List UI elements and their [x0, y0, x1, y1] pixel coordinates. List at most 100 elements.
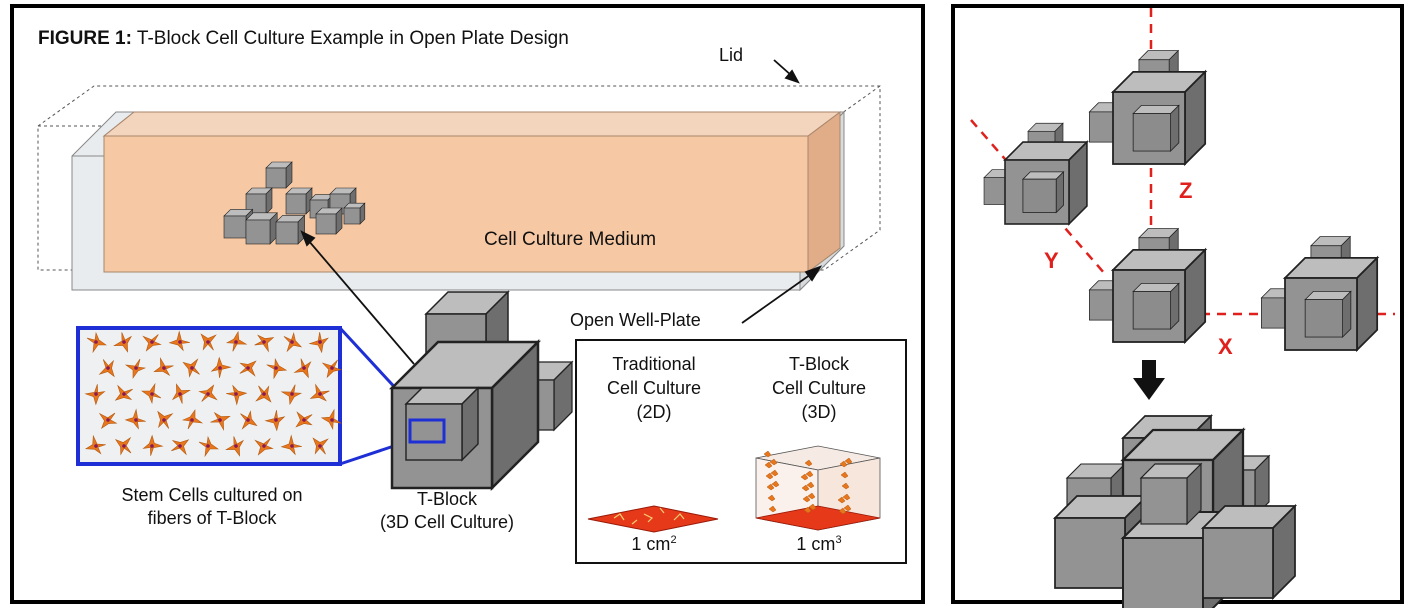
cube-cell	[843, 504, 852, 512]
stem-cell	[308, 332, 330, 354]
zoom-marker	[408, 418, 446, 444]
cube-cell	[768, 505, 777, 513]
tblock-center	[1088, 227, 1208, 345]
cube-cell	[765, 472, 774, 480]
stem-cell	[225, 436, 244, 457]
stem-cell	[198, 384, 218, 402]
stem-cell	[181, 409, 204, 430]
stem-cell	[280, 384, 303, 406]
cube-cell	[807, 492, 816, 500]
stem-cell	[114, 436, 132, 456]
stem-cell	[280, 434, 302, 456]
lid-label: Lid	[719, 45, 744, 65]
figure-panel-right: Z Y X	[951, 4, 1404, 608]
tblock-cluster-small	[223, 161, 366, 245]
mini-cube-2	[245, 187, 273, 215]
assembled-br	[1200, 503, 1298, 601]
plate-diagram	[37, 59, 907, 564]
unit-area: 1 cm2	[594, 534, 714, 555]
pointer-arrows	[300, 59, 823, 365]
stem-cell	[210, 356, 232, 378]
tblock-assembly	[983, 49, 1380, 608]
stem-cell	[293, 358, 312, 379]
tblock-culture-line3: (3D)	[801, 402, 837, 422]
cube-cell	[841, 482, 850, 490]
cube-cell	[767, 494, 776, 502]
axis-label-y: Y	[1044, 248, 1059, 273]
cube-cell	[839, 460, 848, 468]
traditional-line3: (2D)	[636, 402, 672, 422]
stem-cell	[171, 439, 190, 456]
tblock-culture-line2: Cell Culture	[771, 378, 867, 398]
axis-label-z: Z	[1179, 178, 1193, 203]
mini-cube-8	[315, 207, 343, 235]
unit-volume-exp: 3	[835, 534, 842, 546]
stem-cell	[283, 332, 303, 353]
stem-cell	[124, 358, 147, 379]
axis-label-x: X	[1218, 334, 1233, 359]
assembled-front	[1139, 462, 1203, 526]
medium-label: Cell Culture Medium	[484, 229, 657, 250]
cube-cell	[766, 483, 775, 491]
arrow-down-icon	[1133, 360, 1165, 400]
tblock-right-x	[1260, 235, 1380, 353]
cube-cell	[769, 458, 778, 466]
stem-cells-caption-line2: fibers of T-Block	[147, 508, 277, 528]
traditional-label: Traditional Cell Culture (2D)	[584, 352, 724, 424]
stem-cell	[124, 408, 146, 430]
figure-title-text: T-Block Cell Culture Example in Open Pla…	[136, 28, 569, 49]
cube-cell	[842, 493, 851, 501]
culture-medium	[102, 111, 842, 273]
stem-cell	[142, 434, 164, 456]
cube-cell	[838, 507, 847, 515]
mini-cube-1	[285, 187, 313, 215]
unit-volume-base: 1 cm	[796, 534, 836, 554]
cube-cell	[764, 461, 773, 469]
mini-cube-9	[343, 202, 366, 225]
stem-cells-caption: Stem Cells cultured on fibers of T-Block	[76, 484, 348, 530]
tblock-large-front	[404, 386, 480, 462]
culture-2d-sheet	[587, 505, 719, 533]
unit-volume: 1 cm3	[759, 534, 879, 555]
cube-cell	[771, 480, 780, 488]
stem-cell	[226, 384, 248, 406]
tblock-top-z	[1088, 49, 1208, 167]
traditional-line2: Cell Culture	[606, 378, 702, 398]
cube-cell	[770, 469, 779, 477]
stem-cell	[200, 333, 217, 351]
stem-cell	[295, 411, 313, 428]
figure-panel-left: FIGURE 1: T-Block Cell Culture Example i…	[10, 4, 925, 604]
mini-cube-6	[245, 212, 278, 245]
stem-cell	[157, 410, 174, 429]
tblock-large	[388, 290, 574, 492]
stem-cell	[172, 383, 191, 404]
stem-cell	[254, 438, 274, 456]
tblock-culture-line1: T-Block	[788, 354, 849, 374]
stem-cell	[255, 385, 272, 403]
unit-area-base: 1 cm	[631, 534, 671, 554]
cube-cell	[808, 503, 817, 511]
cube-cell	[802, 495, 811, 503]
tblock-caption-line1: T-Block	[416, 489, 477, 509]
cube-cell	[804, 459, 813, 467]
stem-cell	[153, 357, 174, 376]
stem-cell	[320, 408, 342, 431]
stem-cell	[84, 384, 106, 406]
stem-cell	[98, 412, 118, 430]
cube-cell	[805, 470, 814, 478]
stem-cell	[86, 331, 107, 354]
stem-cell	[254, 334, 275, 353]
stem-cell	[182, 358, 200, 378]
assembly-diagram	[970, 8, 1395, 608]
stem-cell	[168, 330, 190, 352]
stem-cell	[198, 435, 219, 458]
stem-cell-image	[76, 326, 414, 466]
unit-area-exp: 2	[670, 534, 677, 546]
stem-cell	[264, 410, 286, 432]
stem-cell	[321, 359, 342, 379]
culture-3d-cube	[755, 445, 881, 531]
cube-cell	[837, 496, 846, 504]
traditional-line1: Traditional	[612, 354, 696, 374]
mini-cube-7	[275, 214, 306, 245]
stem-cell	[113, 332, 132, 353]
